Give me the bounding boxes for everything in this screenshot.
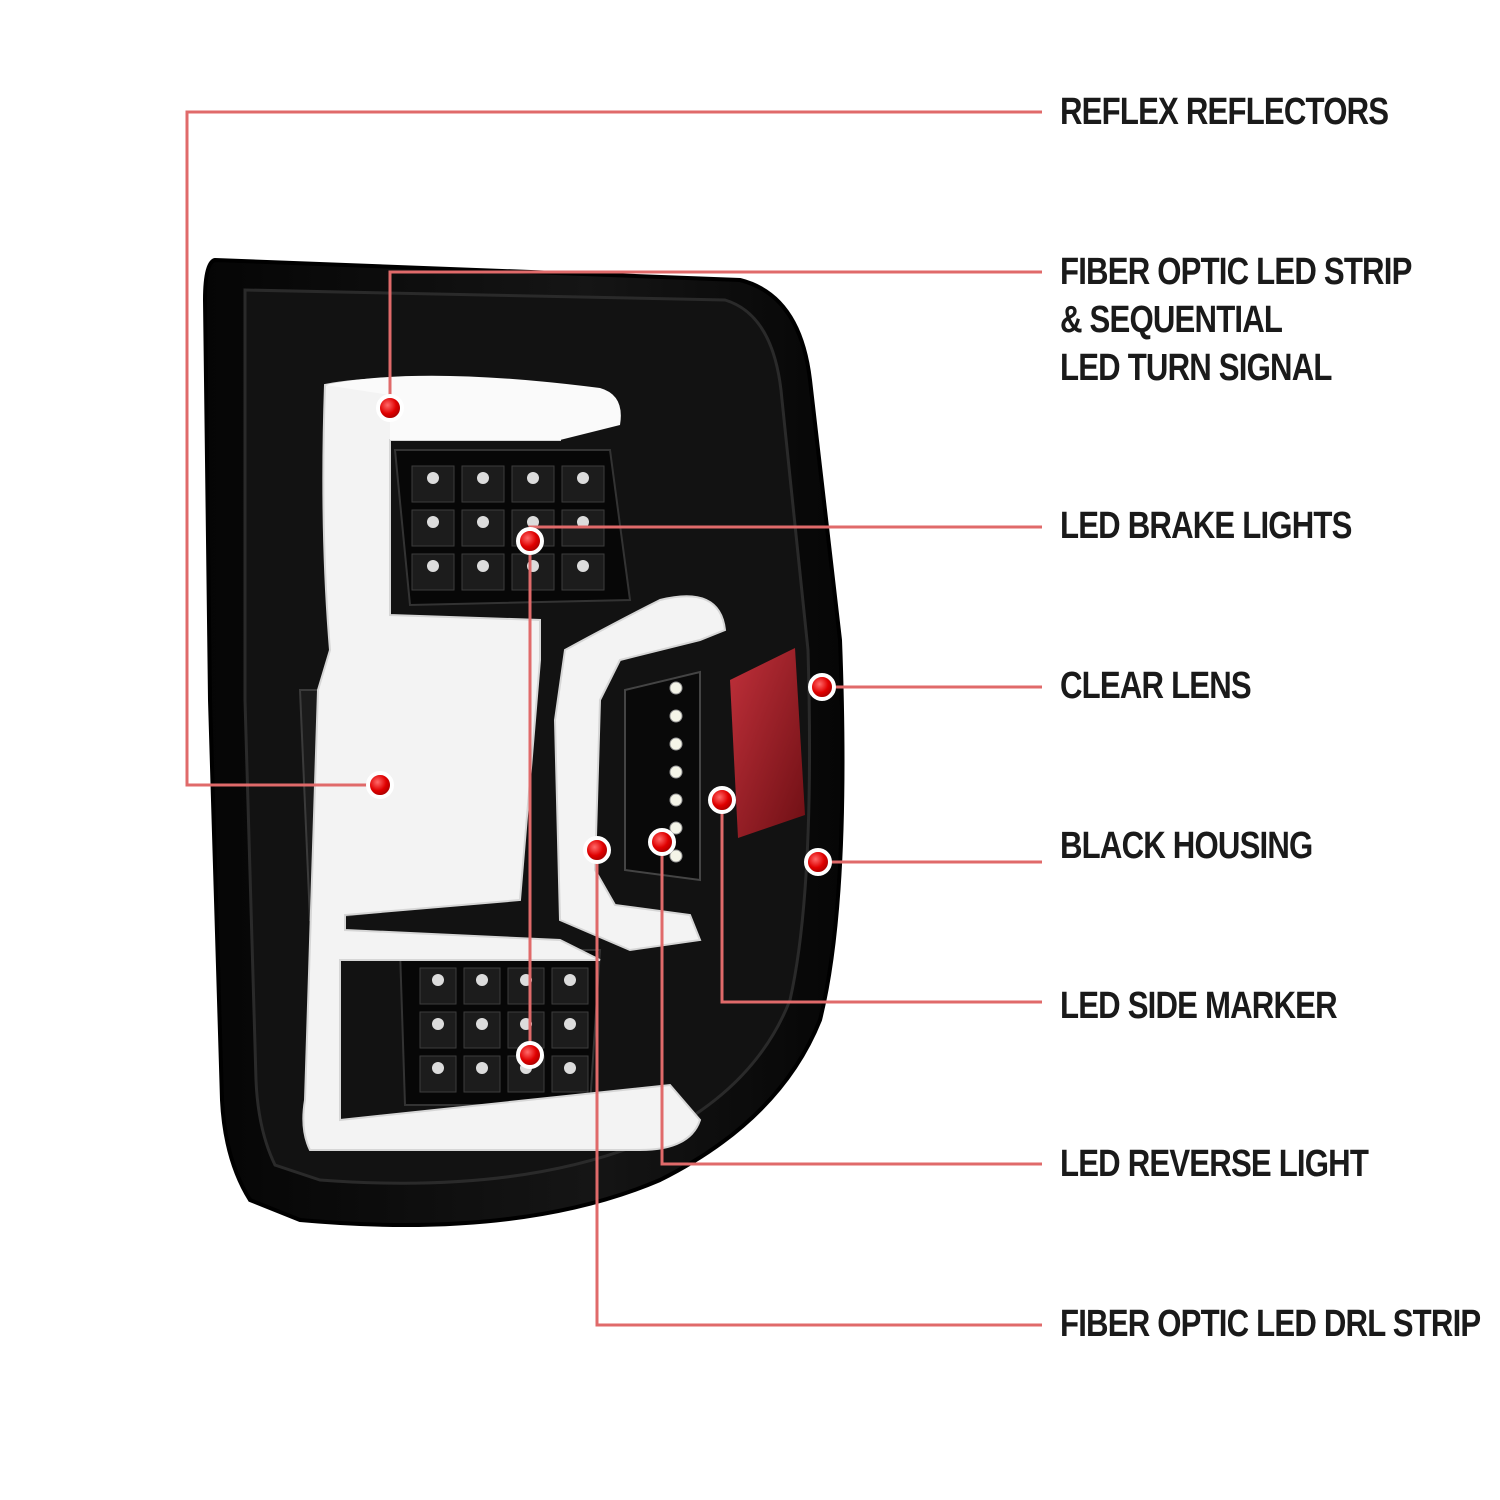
reverse-led — [669, 849, 683, 863]
callout-dot-reflex-reflectors — [366, 771, 394, 799]
label-line: REFLEX REFLECTORS — [1060, 91, 1389, 133]
brake-led-cells — [411, 465, 605, 1093]
led-bulb — [577, 516, 589, 528]
callout-dot-led-side-marker — [708, 786, 736, 814]
right-reflector — [730, 648, 805, 838]
led-bulb — [427, 560, 439, 572]
label-reflex-reflectors: REFLEX REFLECTORS — [1060, 88, 1389, 136]
leader-line-fiber-optic-led-strip — [388, 270, 1042, 408]
led-bulb — [577, 472, 589, 484]
leader-line-led-reverse-light — [660, 842, 1042, 1166]
led-bulb — [476, 1062, 488, 1074]
callout-dot-fiber-optic-led-strip — [376, 394, 404, 422]
led-bulb — [432, 974, 444, 986]
callout-dot-fiber-optic-led-drl-strip — [583, 836, 611, 864]
reverse-led — [669, 737, 683, 751]
led-bulb — [476, 1018, 488, 1030]
label-fiber-optic-led-strip: FIBER OPTIC LED STRIP & SEQUENTIAL LED T… — [1060, 248, 1412, 392]
label-line: LED REVERSE LIGHT — [1060, 1143, 1369, 1185]
callout-dot-led-reverse-light — [648, 828, 676, 856]
label-led-reverse-light: LED REVERSE LIGHT — [1060, 1140, 1369, 1188]
label-line: FIBER OPTIC LED DRL STRIP — [1060, 1303, 1481, 1345]
label-line: LED SIDE MARKER — [1060, 985, 1338, 1027]
callout-dot-clear-lens — [808, 673, 836, 701]
label-led-side-marker: LED SIDE MARKER — [1060, 982, 1338, 1030]
label-led-brake-lights: LED BRAKE LIGHTS — [1060, 502, 1352, 550]
callout-dot-led-brake-lights — [516, 1041, 544, 1069]
reverse-led-cells — [669, 681, 683, 863]
label-clear-lens: CLEAR LENS — [1060, 662, 1252, 710]
reverse-led — [669, 765, 683, 779]
led-bulb — [477, 472, 489, 484]
led-bulb — [577, 560, 589, 572]
led-bulb — [432, 1018, 444, 1030]
label-line: FIBER OPTIC LED STRIP — [1060, 251, 1412, 293]
led-bulb — [427, 516, 439, 528]
label-line: & SEQUENTIAL — [1060, 299, 1283, 341]
label-fiber-optic-led-drl-strip: FIBER OPTIC LED DRL STRIP — [1060, 1300, 1481, 1348]
label-line: LED BRAKE LIGHTS — [1060, 505, 1352, 547]
led-bulb — [564, 1018, 576, 1030]
leader-lines — [185, 110, 1042, 1327]
reverse-led — [669, 821, 683, 835]
led-bulb — [527, 516, 539, 528]
reverse-led — [669, 709, 683, 723]
label-black-housing: BLACK HOUSING — [1060, 822, 1313, 870]
callout-dot-black-housing — [804, 848, 832, 876]
led-bulb — [477, 516, 489, 528]
callout-dots — [366, 394, 836, 1069]
led-bulb — [564, 1062, 576, 1074]
fiber-optic-strip-top — [325, 375, 621, 440]
led-bulb — [427, 472, 439, 484]
callout-dot-led-brake-lights — [516, 527, 544, 555]
leader-line-reflex-reflectors — [185, 110, 1042, 787]
reverse-led — [669, 793, 683, 807]
led-bulb — [432, 1062, 444, 1074]
led-bulb — [476, 974, 488, 986]
label-line: CLEAR LENS — [1060, 665, 1252, 707]
fiber-optic-strip-right — [553, 595, 727, 952]
led-bulb — [527, 472, 539, 484]
led-bulb — [564, 974, 576, 986]
leader-line-fiber-optic-led-drl-strip — [595, 850, 1042, 1327]
reverse-led — [669, 681, 683, 695]
label-line: LED TURN SIGNAL — [1060, 347, 1332, 389]
leader-line-led-side-marker — [720, 800, 1042, 1004]
label-line: BLACK HOUSING — [1060, 825, 1313, 867]
led-bulb — [477, 560, 489, 572]
